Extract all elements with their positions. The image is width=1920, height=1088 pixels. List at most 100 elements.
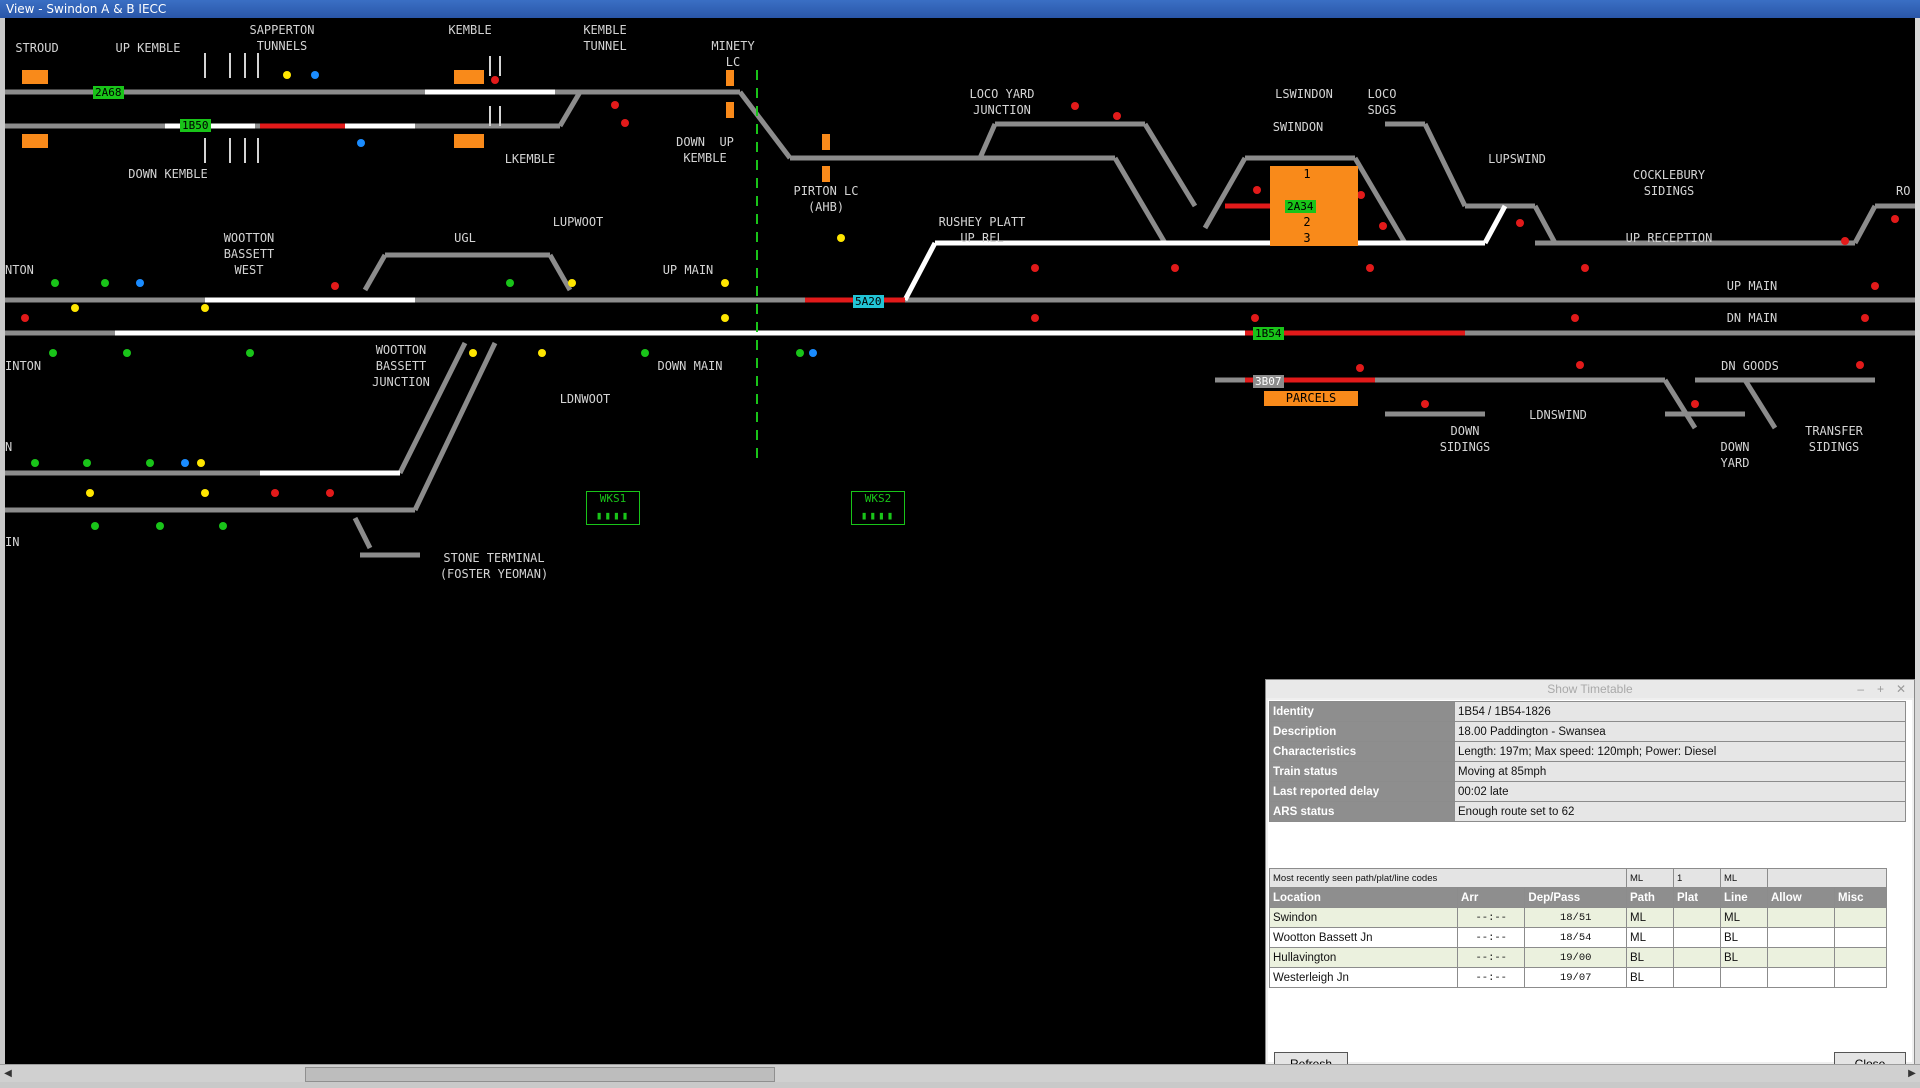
label-cocklebury-sidings: COCKLEBURY SIDINGS [1632, 168, 1706, 198]
table-row: Swindon --:-- 18/51 ML ML [1268, 907, 1887, 928]
cell-path: BL [1626, 967, 1674, 988]
col-arr: Arr [1457, 887, 1526, 908]
col-plat: Plat [1673, 887, 1721, 908]
platform-1: 1 [1270, 166, 1344, 182]
recent-codes-row: Most recently seen path/plat/line codes … [1269, 868, 1887, 888]
minety-crossing-down [726, 102, 734, 118]
close-icon[interactable]: ✕ [1895, 682, 1906, 696]
workstation-wks1[interactable]: WKS1▮▮▮▮ [586, 491, 640, 525]
signalling-diagram [5, 53, 1915, 558]
scroll-right-icon[interactable]: ▶ [1908, 1068, 1916, 1079]
info-value: Enough route set to 62 [1454, 801, 1906, 822]
scrollbar-thumb[interactable] [305, 1067, 775, 1082]
berth-2A34[interactable]: 2A34 [1285, 200, 1316, 213]
cell-misc [1834, 947, 1887, 968]
berth-5A20[interactable]: 5A20 [853, 295, 884, 308]
workstation-label: WKS1 [599, 492, 627, 505]
table-row: Westerleigh Jn --:-- 19/07 BL [1268, 967, 1887, 988]
label-up-reception: UP RECEPTION [1625, 231, 1713, 245]
label-ro: RO [1896, 184, 1911, 198]
scroll-left-icon[interactable]: ◀ [4, 1068, 12, 1079]
cell-line [1720, 967, 1768, 988]
info-value: 00:02 late [1454, 781, 1906, 802]
cell-arr: --:-- [1457, 967, 1526, 988]
label-wootton-bassett-junction: WOOTTON BASSETT JUNCTION [372, 343, 430, 389]
maximize-icon[interactable]: + [1876, 682, 1884, 696]
cell-path: ML [1626, 907, 1674, 928]
label-dn-goods: DN GOODS [1721, 359, 1779, 373]
info-key: Identity [1269, 701, 1455, 722]
label-loco-yard-junction: LOCO YARD JUNCTION [969, 87, 1035, 117]
platform-kemble-down [454, 134, 484, 148]
label-up-main: UP MAIN [662, 263, 714, 277]
col-dep: Dep/Pass [1524, 887, 1627, 908]
window-frame-left [0, 18, 5, 1070]
recent-line: ML [1720, 868, 1768, 888]
platform-kemble-up [454, 70, 484, 84]
cell-allow [1767, 967, 1835, 988]
label-sapperton-tunnels: SAPPERTON TUNNELS [249, 23, 315, 53]
label-down-sidings: DOWN SIDINGS [1439, 424, 1491, 454]
label-kemble-tunnel: KEMBLE TUNNEL [583, 23, 627, 53]
recent-plat: 1 [1673, 868, 1721, 888]
cell-arr: --:-- [1457, 947, 1526, 968]
cell-allow [1767, 907, 1835, 928]
tunnel-marks [204, 53, 501, 163]
workstation-label: WKS2 [864, 492, 892, 505]
workstation-wks2[interactable]: WKS2▮▮▮▮ [851, 491, 905, 525]
cell-location: Westerleigh Jn [1268, 967, 1459, 988]
minimize-icon[interactable]: – [1857, 682, 1864, 696]
cell-dep: 19/07 [1524, 967, 1627, 988]
cell-path: BL [1626, 947, 1674, 968]
cell-line: BL [1720, 927, 1768, 948]
table-row: Wootton Bassett Jn --:-- 18/54 ML BL [1268, 927, 1887, 948]
info-value: 18.00 Paddington - Swansea [1454, 721, 1906, 742]
label-lswindon: LSWINDON [1275, 87, 1333, 101]
signals-red [21, 76, 1899, 497]
recent-codes-label: Most recently seen path/plat/line codes [1269, 868, 1627, 888]
info-key: Characteristics [1269, 741, 1455, 762]
info-value: 1B54 / 1B54-1826 [1454, 701, 1906, 722]
berth-1B50[interactable]: 1B50 [180, 119, 211, 132]
berth-3B07[interactable]: 3B07 [1253, 375, 1284, 388]
label-up-main-east: UP MAIN [1726, 279, 1778, 293]
track-layer [5, 89, 1915, 558]
horizontal-scrollbar[interactable]: ◀ ▶ [0, 1064, 1920, 1083]
signals-yellow [71, 71, 845, 497]
vertical-scrollbar[interactable] [1915, 18, 1920, 1070]
pirton-crossing-down [822, 166, 830, 182]
label-ldnwoot: LDNWOOT [559, 392, 611, 406]
berth-1B54[interactable]: 1B54 [1253, 327, 1284, 340]
signals-green [31, 279, 804, 530]
window-frame-bottom [0, 1082, 1920, 1088]
dialog-title: Show Timetable – + ✕ [1266, 680, 1914, 698]
label-transfer-sidings: TRANSFER SIDINGS [1805, 424, 1863, 454]
label-down-main: DOWN MAIN [657, 359, 723, 373]
cell-location: Wootton Bassett Jn [1268, 927, 1459, 948]
label-down-kemble: DOWN KEMBLE [128, 167, 208, 181]
cell-dep: 18/54 [1524, 927, 1627, 948]
col-path: Path [1626, 887, 1674, 908]
info-value: Length: 197m; Max speed: 120mph; Power: … [1454, 741, 1906, 762]
label-lkemble: LKEMBLE [504, 152, 556, 166]
label-wootton-bassett-west: WOOTTON BASSETT WEST [223, 231, 275, 277]
berth-2A68[interactable]: 2A68 [93, 86, 124, 99]
col-line: Line [1720, 887, 1768, 908]
platform-2: 2 [1270, 214, 1344, 230]
label-in: IN [5, 535, 20, 549]
label-loco-sdgs: LOCO SDGS [1367, 87, 1397, 117]
platform-stroud-up [22, 70, 48, 84]
col-misc: Misc [1834, 887, 1887, 908]
cell-plat [1673, 907, 1721, 928]
cell-location: Swindon [1268, 907, 1459, 928]
cell-dep: 19/00 [1524, 947, 1627, 968]
signals-blue [136, 71, 817, 467]
info-key: Train status [1269, 761, 1455, 782]
label-minety-lc: MINETY LC [711, 39, 755, 69]
